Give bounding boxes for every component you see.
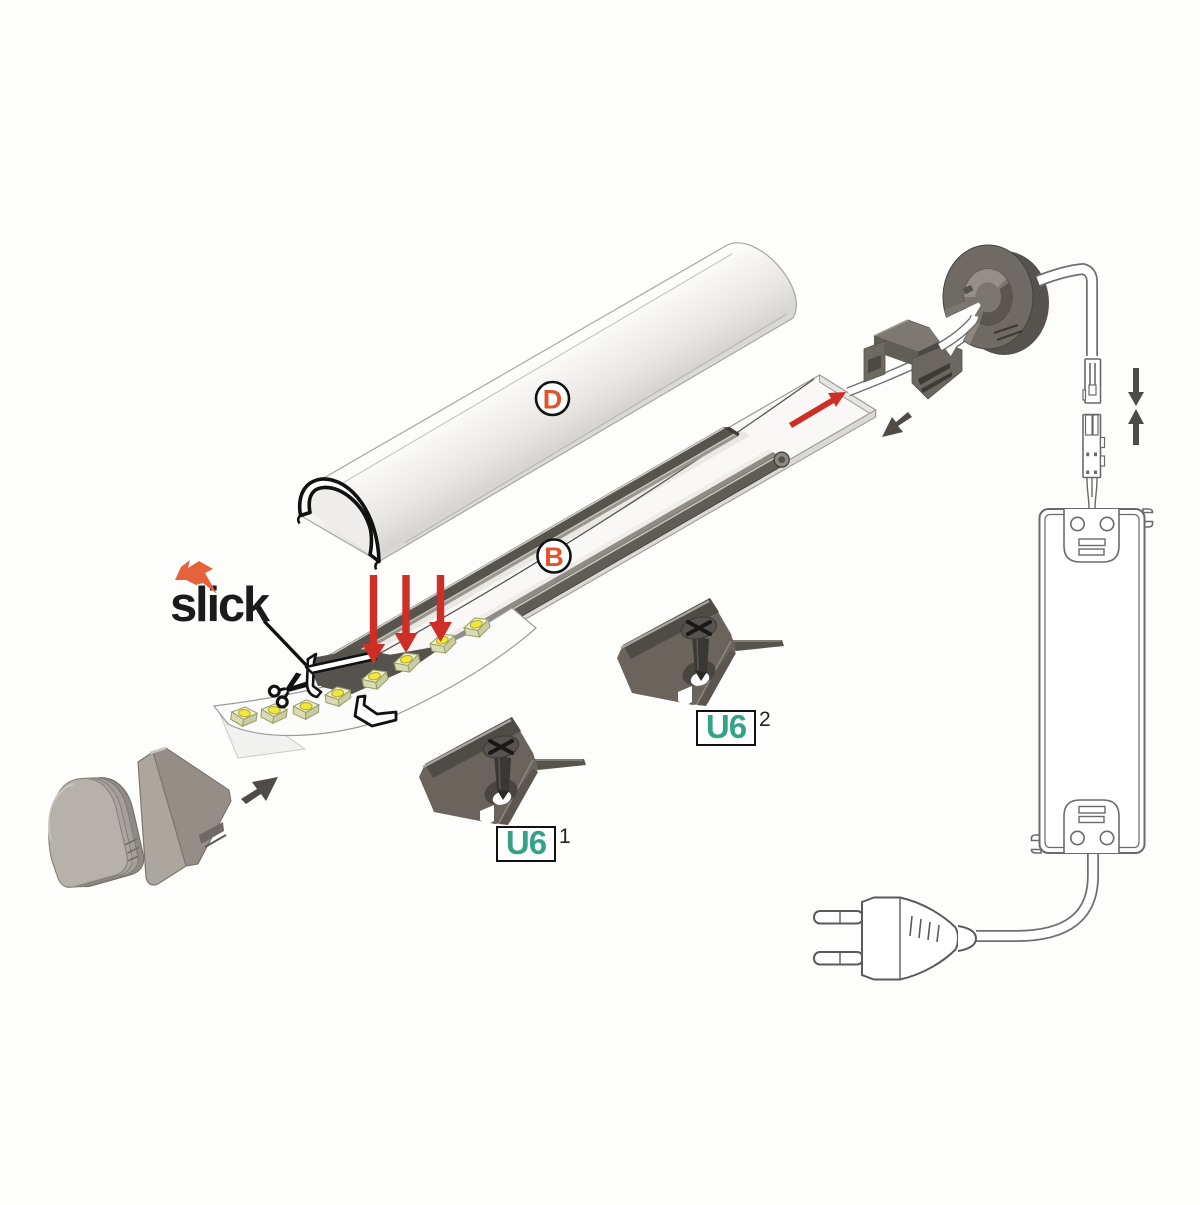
svg-text:slick: slick [170, 578, 271, 632]
svg-text:U6: U6 [706, 708, 747, 745]
svg-text:1: 1 [559, 825, 571, 848]
svg-text:U6: U6 [506, 824, 547, 861]
svg-text:D: D [543, 385, 563, 415]
svg-text:2: 2 [759, 708, 771, 731]
svg-text:B: B [544, 542, 564, 572]
